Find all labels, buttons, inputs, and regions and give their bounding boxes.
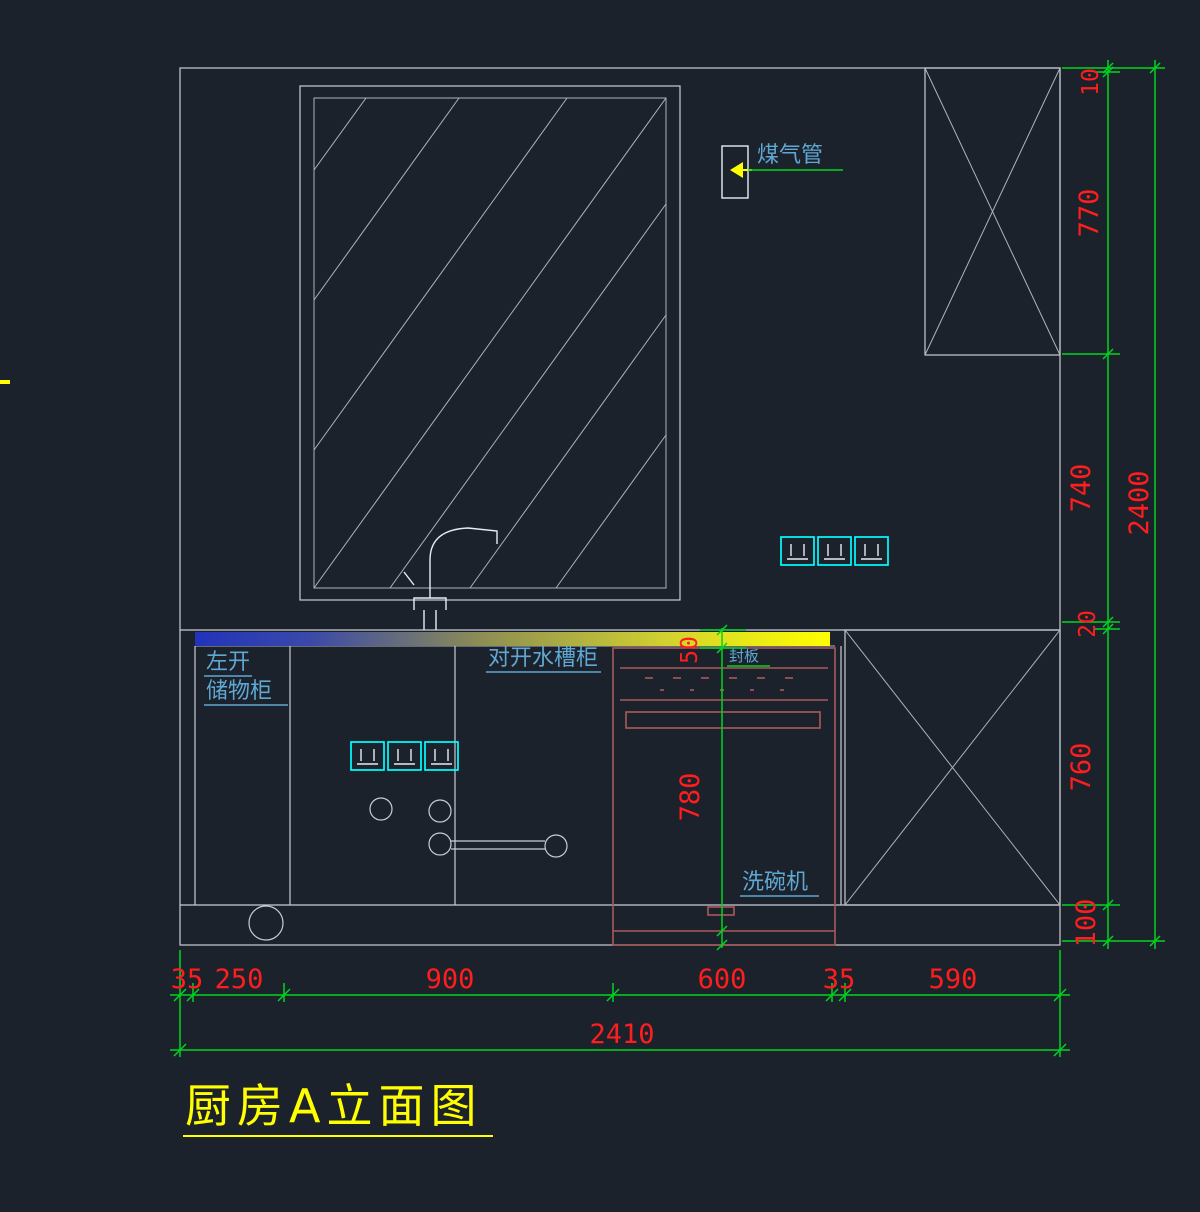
dim-2400-total: 2400	[1124, 470, 1155, 535]
dishwasher-label: 洗碗机	[742, 870, 808, 895]
storage-cabinet-label-line2: 储物柜	[206, 679, 272, 704]
dishwasher-controls	[645, 677, 793, 691]
dim-50: 50	[677, 636, 703, 664]
window	[299, 85, 681, 601]
dim-770: 770	[1074, 189, 1105, 238]
dishwasher	[612, 647, 836, 946]
dim-35-right: 35	[823, 964, 856, 995]
dim-10: 10	[1078, 68, 1104, 96]
kick-vent-circle	[248, 905, 284, 941]
upper-right-cabinet	[924, 67, 1061, 356]
seal-panel-label: 封板	[729, 647, 759, 665]
dim-600: 600	[698, 964, 747, 995]
dim-590: 590	[929, 964, 978, 995]
gas-arrow-icon	[730, 162, 743, 178]
storage-cabinet-label-line1: 左开	[206, 650, 250, 675]
dim-20: 20	[1075, 610, 1101, 638]
dim-900: 900	[426, 964, 475, 995]
outlet-icon	[854, 536, 889, 566]
dim-740: 740	[1066, 464, 1097, 513]
wall-outline	[179, 67, 1061, 946]
base-cabinet-dividers	[194, 646, 842, 905]
outlet-icon	[387, 741, 422, 771]
gas-pipe-label: 煤气管	[757, 143, 823, 168]
dim-dishwasher-vertical	[700, 624, 746, 951]
dim-chain-bottom	[170, 950, 1070, 1057]
viewport-edge-marker	[0, 380, 10, 384]
dishwasher-handle	[625, 711, 821, 729]
faucet	[403, 527, 498, 630]
lower-right-cabinet	[844, 629, 1061, 906]
outlet-icon	[424, 741, 459, 771]
sink-cabinet-label: 对开水槽柜	[488, 646, 598, 671]
outlet-icon	[350, 741, 385, 771]
dim-2410-total: 2410	[589, 1019, 654, 1050]
dim-100: 100	[1071, 899, 1102, 948]
dim-780-dishwasher: 780	[675, 773, 706, 822]
outlet-icon	[817, 536, 852, 566]
gas-pipe	[721, 145, 752, 199]
outlet-group-upper	[780, 536, 889, 566]
countertop	[195, 632, 830, 646]
door-handles	[369, 797, 568, 858]
dim-760: 760	[1066, 743, 1097, 792]
drawing-title: 厨房A立面图	[185, 1079, 482, 1133]
dim-chain-right	[1062, 60, 1165, 949]
dim-35-left: 35	[171, 964, 204, 995]
dim-250: 250	[215, 964, 264, 995]
outlet-icon	[780, 536, 815, 566]
outlet-group-lower	[350, 741, 459, 771]
